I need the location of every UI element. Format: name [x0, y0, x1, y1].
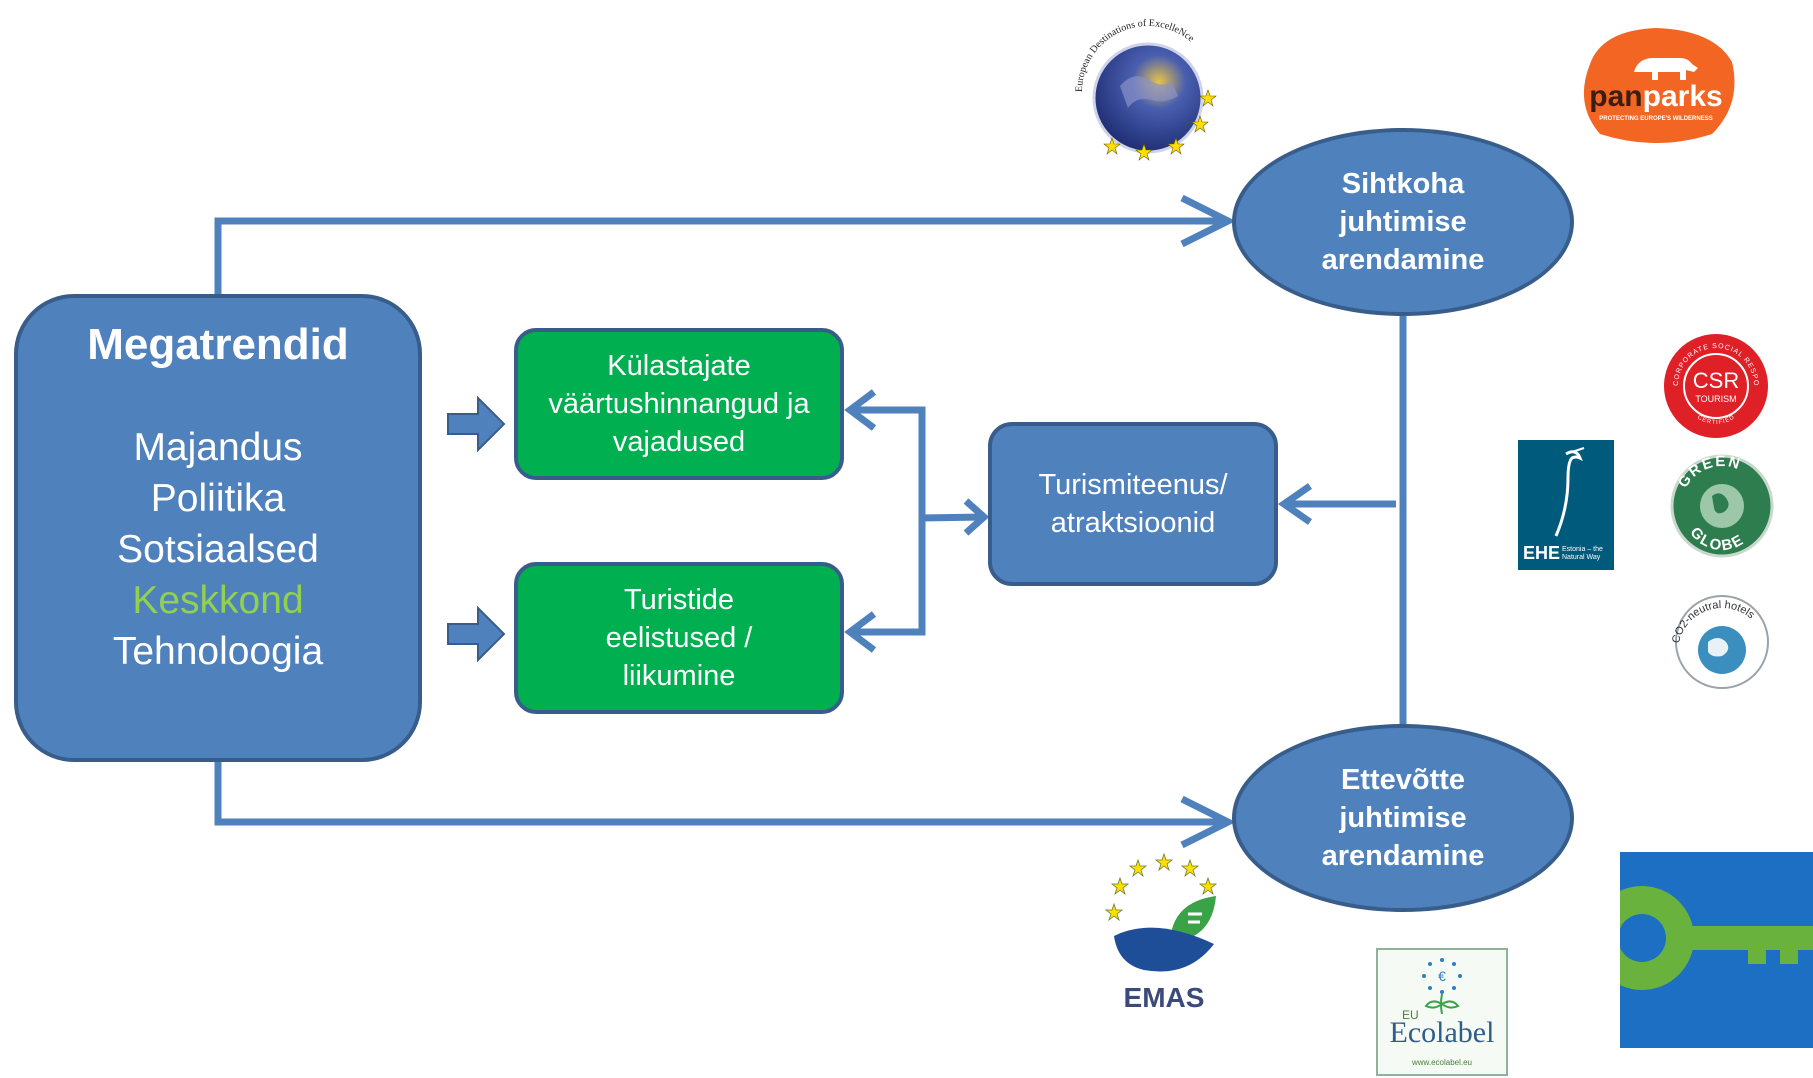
tourist-preferences-box: Turistide eelistused / liikumine [514, 562, 844, 714]
company-management-text: Ettevõtte juhtimise arendamine [1321, 764, 1485, 872]
panparks-logo: panparks PROTECTING EUROPE'S WILDERNESS [1572, 24, 1740, 144]
green-key-logo [1620, 852, 1813, 1048]
panparks-subtitle: PROTECTING EUROPE'S WILDERNESS [1599, 116, 1713, 122]
megatrend-social: Sotsiaalsed [117, 528, 319, 571]
svg-text:CERTIFIED: CERTIFIED [1696, 414, 1736, 426]
ecolabel-text: Ecolabel [1389, 1016, 1495, 1049]
arrowhead-to-bracket [963, 498, 990, 536]
panparks-parks: parks [1642, 80, 1723, 113]
connector-top [214, 217, 1228, 294]
heron-icon [1554, 447, 1585, 537]
megatrend-environment: Keskkond [132, 579, 304, 622]
arrowhead-to-visitor-values [844, 389, 877, 431]
panparks-wordmark: panparks [1572, 80, 1740, 114]
connector-services-to-bracket [921, 513, 985, 522]
eden-stars-icon [1103, 89, 1217, 161]
tourist-preferences-text: Turistide eelistused / liikumine [605, 584, 753, 692]
megatrend-economy: Majandus [133, 426, 303, 469]
company-management-ellipse: Ettevõtte juhtimise arendamine [1232, 724, 1574, 912]
megatrends-box: Megatrendid Majandus Poliitika Sotsiaals… [14, 294, 422, 762]
bracket-connector [850, 406, 926, 636]
arrowhead-to-services [1277, 483, 1312, 525]
panparks-pan: pan [1589, 80, 1643, 113]
csr-bottom-text: CERTIFIED [1696, 414, 1735, 426]
tourism-services-box: Turismiteenus/ atraktsioonid [988, 422, 1278, 586]
key-icon [1620, 886, 1813, 990]
arrowhead-to-tourist-prefs [844, 611, 877, 653]
ecolabel-flower-icon: € [1422, 958, 1462, 1014]
tourism-services-text: Turismiteenus/ atraktsioonid [1038, 469, 1228, 539]
ehe-text: EHE [1523, 543, 1561, 563]
destination-management-ellipse: Sihtkoha juhtimise arendamine [1232, 128, 1574, 316]
ecolabel-url: www.ecolabel.eu [1411, 1058, 1473, 1067]
csr-tourism-logo: CORPORATE SOCIAL RESPONSIBILITY CSR TOUR… [1660, 330, 1768, 438]
bear-icon [1634, 58, 1698, 80]
svg-text:€: € [1438, 968, 1446, 984]
ehe-logo: EHE Estonia – the Natural Way [1518, 440, 1614, 570]
arrowhead-bottom [1180, 795, 1236, 849]
destination-management-text: Sihtkoha juhtimise arendamine [1321, 168, 1485, 276]
block-arrow-1 [447, 395, 506, 453]
block-arrow-2 [447, 605, 506, 663]
green-globe-logo: GREEN GLOBE [1670, 453, 1774, 558]
arrowhead-top [1180, 194, 1236, 248]
emas-text: EMAS [1123, 982, 1205, 1013]
megatrend-technology: Tehnoloogia [112, 630, 324, 673]
connector-bottom [214, 762, 1228, 826]
eu-stars-icon [1104, 852, 1218, 922]
eu-ecolabel-logo: € EU Ecolabel www.ecolabel.eu [1376, 948, 1508, 1076]
visitor-values-box: Külastajate väärtushinnangud ja vajaduse… [514, 328, 844, 480]
ehe-subtitle: Estonia – the Natural Way [1562, 546, 1603, 561]
csr-main-text: CSR [1693, 368, 1739, 393]
emas-leaf-icon [1170, 896, 1216, 942]
megatrends-title: Megatrendid [87, 320, 349, 369]
co2-neutral-hotels-logo: CO2-neutral hotels [1670, 595, 1769, 689]
eden-logo: European Destinations of ExcelleNce [1074, 18, 1217, 161]
visitor-values-text: Külastajate väärtushinnangud ja vajaduse… [548, 350, 810, 458]
megatrend-politics: Poliitika [150, 477, 286, 520]
emas-logo: EMAS [1100, 850, 1228, 1022]
csr-sub-text: TOURISM [1695, 394, 1736, 404]
ecolabel-eu-text: EU [1402, 1008, 1419, 1022]
